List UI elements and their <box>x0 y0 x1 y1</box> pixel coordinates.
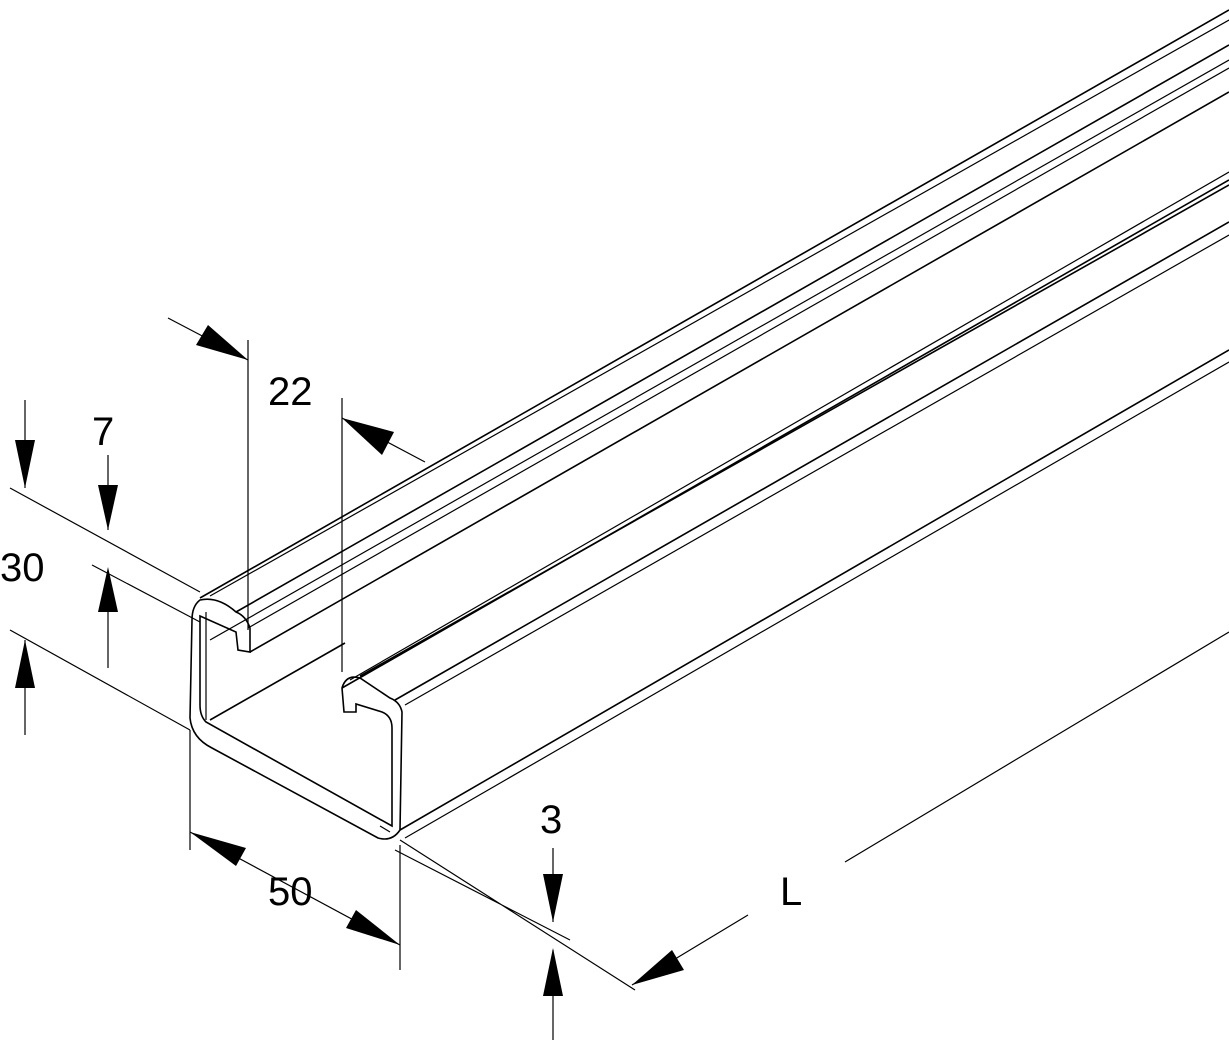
rail-extrusion-lines <box>199 9 1229 839</box>
dimension-slot-width-label: 22 <box>268 370 313 414</box>
rail-front-profile <box>189 598 403 840</box>
dimension-height-label: 30 <box>0 546 45 590</box>
dimension-lines <box>9 317 1229 1040</box>
dimension-thickness-label: 3 <box>540 798 563 842</box>
dimension-length-label: L <box>780 870 803 914</box>
dimension-width-label: 50 <box>268 870 313 914</box>
dimension-lip-height-label: 7 <box>92 410 115 454</box>
